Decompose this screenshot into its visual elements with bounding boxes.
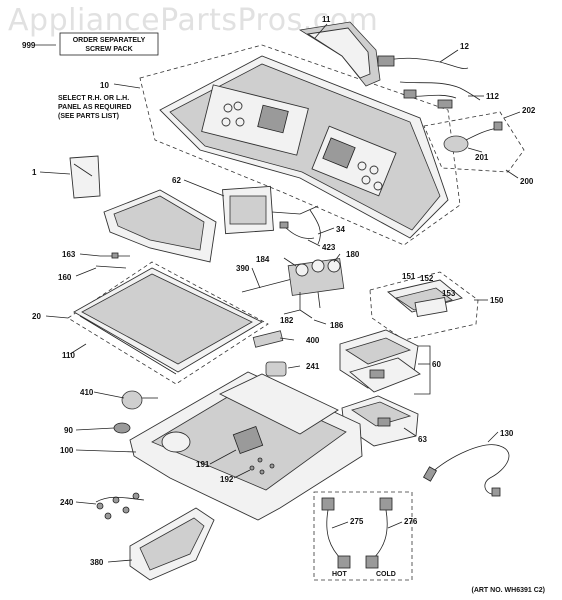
callout-276: 276	[404, 517, 418, 526]
callout-10: 10	[100, 81, 109, 90]
panel-note-line3: (SEE PARTS LIST)	[58, 113, 119, 120]
callout-153: 153	[442, 289, 456, 298]
grommet-part	[265, 361, 287, 377]
callout-63: 63	[418, 435, 427, 444]
fill-hoses-part	[313, 491, 413, 581]
wiring-parts	[279, 209, 321, 245]
callout-182: 182	[280, 316, 294, 325]
callout-34: 34	[336, 225, 345, 234]
callout-400: 400	[306, 336, 320, 345]
callout-112: 112	[486, 92, 499, 101]
callout-184: 184	[256, 255, 270, 264]
callout-110: 110	[62, 351, 75, 360]
callout-1: 1	[32, 168, 37, 177]
main-control-board-part	[222, 185, 319, 235]
callout-130: 130	[500, 429, 514, 438]
hot-label: HOT	[332, 571, 348, 578]
callout-999: 999	[22, 41, 36, 50]
power-cord-part	[422, 444, 510, 497]
callout-20: 20	[32, 312, 41, 321]
callout-12: 12	[460, 42, 469, 51]
callout-240: 240	[60, 498, 74, 507]
water-valve-part	[241, 258, 345, 319]
screw-parts	[95, 252, 130, 269]
callout-423: 423	[322, 243, 336, 252]
callout-62: 62	[172, 176, 181, 185]
callout-410: 410	[80, 388, 94, 397]
callout-160: 160	[58, 273, 72, 282]
callout-163: 163	[62, 250, 76, 259]
callout-151: 151	[402, 272, 416, 281]
dispenser-tray-part	[129, 507, 215, 581]
leader-lines	[35, 23, 521, 563]
callout-150: 150	[490, 296, 504, 305]
main-top-cover-part	[129, 371, 363, 521]
callout-380: 380	[90, 558, 104, 567]
control-housing-part	[103, 189, 217, 263]
wire-tie-part	[95, 492, 145, 520]
washer-lid-part	[67, 261, 269, 385]
screw-pack-note-line1: ORDER SEPARATELY	[73, 37, 146, 44]
callout-11: 11	[322, 15, 331, 24]
panel-note-line2: PANEL AS REQUIRED	[58, 104, 131, 111]
callout-191: 191	[196, 460, 210, 469]
owners-manual-part	[69, 155, 101, 199]
dispenser-assembly	[369, 271, 479, 341]
callout-60: 60	[432, 360, 441, 369]
control-panel-assembly	[139, 44, 461, 246]
screw-pack-note: ORDER SEPARATELY SCREW PACK	[59, 32, 159, 56]
callout-186: 186	[330, 321, 344, 330]
callout-152: 152	[420, 274, 434, 283]
callout-192: 192	[220, 475, 234, 484]
callout-180: 180	[346, 250, 360, 259]
top-trim-part	[298, 21, 381, 87]
screw-pack-note-line2: SCREW PACK	[85, 46, 132, 53]
callout-201: 201	[475, 153, 489, 162]
callout-390: 390	[236, 264, 250, 273]
cold-label: COLD	[376, 571, 396, 578]
lid-lock-part	[121, 390, 158, 410]
wire-harness-parts	[377, 55, 481, 109]
callout-labels: 999 11 12 10 112 202 201 200 1 62 34 423…	[22, 15, 536, 567]
lid-switch-part	[252, 330, 284, 348]
callout-275: 275	[350, 517, 364, 526]
callout-100: 100	[60, 446, 74, 455]
callout-90: 90	[64, 426, 73, 435]
pressure-switch-part	[423, 111, 525, 173]
callout-241: 241	[306, 362, 320, 371]
art-number: (ART NO. WH6391 C2)	[471, 587, 545, 594]
cap-part	[113, 422, 131, 434]
mounting-screws-part	[249, 457, 275, 475]
panel-note-line1: SELECT R.H. OR L.H.	[58, 95, 129, 102]
callout-200: 200	[520, 177, 534, 186]
panel-selection-note: SELECT R.H. OR L.H. PANEL AS REQUIRED (S…	[58, 95, 131, 120]
callout-202: 202	[522, 106, 536, 115]
motor-control-board-part	[339, 329, 431, 395]
